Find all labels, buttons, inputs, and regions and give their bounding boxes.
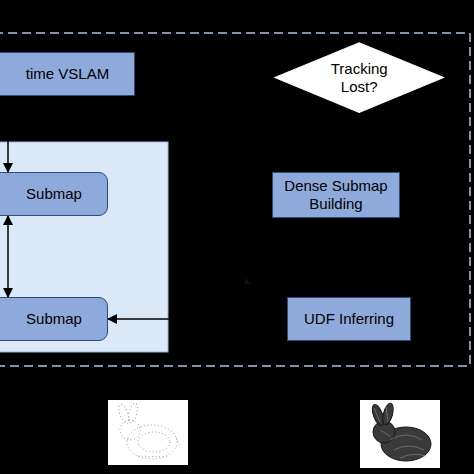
decision-diamond: Tracking Lost?	[273, 42, 445, 113]
node-label: time VSLAM	[26, 65, 109, 83]
arrow-mark	[244, 278, 250, 284]
node-label: Dense Submap Building	[280, 177, 392, 213]
connector	[7, 96, 9, 172]
node-label: Submap	[26, 310, 82, 328]
process-box: Dense Submap Building	[272, 172, 400, 218]
node-label: Submap	[26, 185, 82, 203]
submap-box: Submap	[0, 172, 108, 216]
point-cloud-bunny	[108, 400, 188, 465]
node-label: UDF Inferring	[304, 310, 394, 328]
mesh-bunny	[360, 400, 440, 468]
process-box: time VSLAM	[0, 52, 135, 96]
connector	[7, 216, 9, 297]
process-box: UDF Inferring	[287, 297, 411, 341]
node-label: Tracking Lost?	[313, 60, 405, 96]
submap-box: Submap	[0, 297, 108, 341]
connector	[108, 318, 287, 320]
